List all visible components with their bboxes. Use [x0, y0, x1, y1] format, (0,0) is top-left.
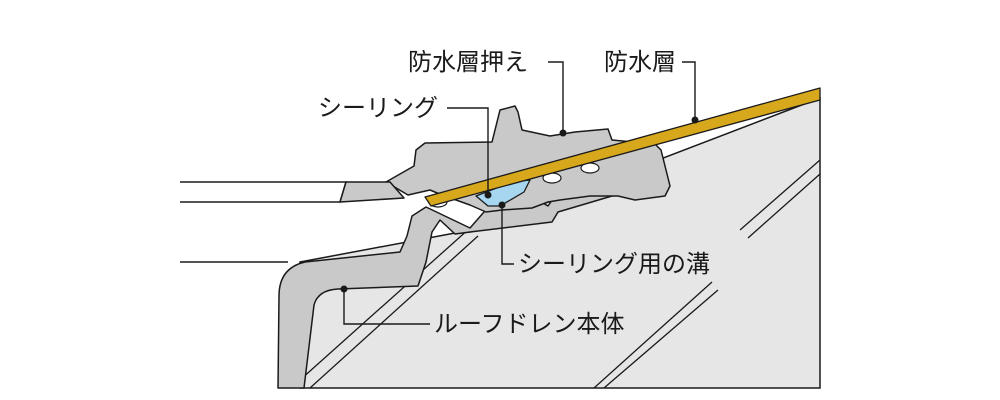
label-sealing: シーリング [318, 95, 438, 122]
leader-dots [340, 116, 699, 293]
waterproof-layer-holder [385, 105, 671, 213]
label-waterproof-layer: 防水層 [604, 49, 676, 76]
concrete-hatching [299, 159, 821, 389]
drain-pipe-left [180, 181, 405, 263]
label-roof-drain-body: ルーフドレン本体 [434, 311, 625, 338]
label-waterproof-layer-holder: 防水層押え [408, 49, 528, 76]
leader-lines [343, 61, 696, 325]
waterproof-layer [424, 87, 821, 207]
label-sealing-groove: シーリング用の溝 [518, 251, 710, 278]
